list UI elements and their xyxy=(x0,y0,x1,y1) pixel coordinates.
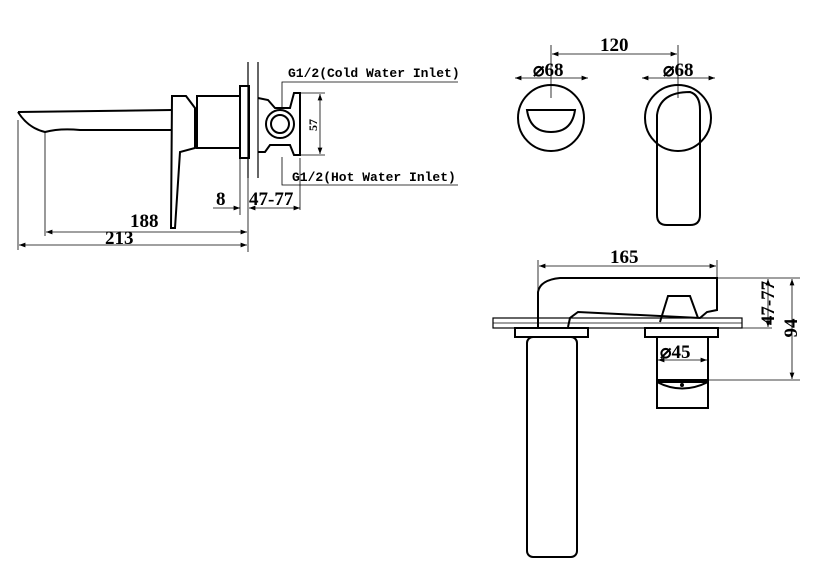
front-view: 120 ⌀68 ⌀68 xyxy=(515,35,715,226)
side-view: 57 G1/2(Cold Water Inlet) G1/2(Hot Water… xyxy=(17,62,460,252)
dim-47-77-top: 47-77 xyxy=(758,280,779,325)
cold-leader xyxy=(281,81,458,107)
dim-165: 165 xyxy=(610,247,639,268)
top-view: 165 ⌀45 47-77 94 xyxy=(492,247,802,558)
dim-57: 57 xyxy=(306,119,320,131)
lever-side xyxy=(169,95,196,229)
spout-body xyxy=(526,336,578,558)
valve-body-side xyxy=(257,92,301,156)
dim-94: 94 xyxy=(781,318,802,338)
cartridge xyxy=(656,336,709,381)
inlet-circle xyxy=(265,109,295,139)
cold-inlet-label: G1/2(Cold Water Inlet) xyxy=(288,66,460,81)
spout-flange xyxy=(514,327,589,338)
body-side xyxy=(196,95,241,149)
hot-inlet-label: G1/2(Hot Water Inlet) xyxy=(292,170,456,185)
dim-68-left: ⌀68 xyxy=(533,60,563,81)
dim-68-right: ⌀68 xyxy=(663,60,693,81)
dim-45: ⌀45 xyxy=(660,342,690,363)
spout-top xyxy=(537,277,718,328)
handle-front xyxy=(656,90,701,226)
dim-120: 120 xyxy=(600,35,629,56)
set-screw xyxy=(680,383,684,387)
inlet-bore xyxy=(270,114,290,134)
hot-leader xyxy=(281,157,458,186)
dim-188: 188 xyxy=(130,211,159,232)
handle-flange xyxy=(644,327,719,338)
handle-top xyxy=(659,295,699,323)
dim-47-77-side: 47-77 xyxy=(249,189,294,210)
dim-213: 213 xyxy=(105,228,134,249)
dim-8: 8 xyxy=(216,189,226,210)
flange-side xyxy=(239,85,250,159)
handle-body xyxy=(656,381,709,409)
spout-side xyxy=(17,109,173,134)
spout-outlet xyxy=(525,109,577,134)
